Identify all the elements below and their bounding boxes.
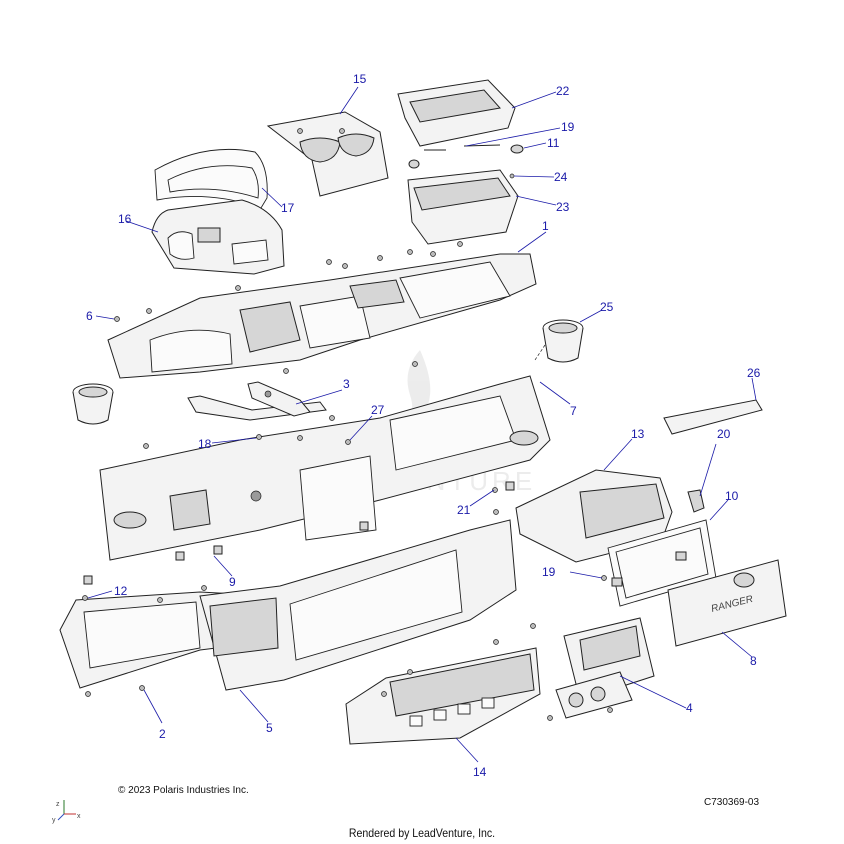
callout-23: 23	[556, 200, 570, 214]
callout-labels: 1 2 3 4 5 6 7 8 9 10 11 12 13 14 15 16 1…	[86, 72, 761, 779]
callout-8: 8	[750, 654, 757, 668]
callout-2: 2	[159, 727, 166, 741]
part-7-dash-frame	[99, 375, 551, 561]
part-26-trim-strip	[663, 399, 763, 435]
axis-y-label: y	[52, 817, 56, 824]
part-4-switch-panel	[555, 617, 655, 719]
part-20-latch	[687, 489, 705, 513]
callout-17: 17	[281, 201, 295, 215]
leader-lines	[87, 86, 757, 763]
callout-7: 7	[570, 404, 577, 418]
callout-22: 22	[556, 84, 570, 98]
callout-16: 16	[118, 212, 132, 226]
callout-10: 10	[725, 489, 739, 503]
callout-14: 14	[473, 765, 487, 779]
left-cup-holder	[72, 383, 114, 425]
copyright-text: © 2023 Polaris Industries Inc.	[118, 785, 249, 796]
callout-5: 5	[266, 721, 273, 735]
part-15-cupholder-console	[266, 111, 389, 197]
callout-6: 6	[86, 309, 93, 323]
axis-z-label: z	[56, 801, 60, 808]
callout-27: 27	[371, 403, 385, 417]
part-8-glove-box-lid: RANGER	[667, 559, 787, 647]
callout-12: 12	[114, 584, 128, 598]
callout-20: 20	[717, 427, 731, 441]
axis-x-label: x	[77, 813, 81, 820]
axis-triad: z x y	[52, 800, 81, 824]
callout-1: 1	[542, 219, 549, 233]
part-1-upper-dash-panel	[107, 253, 537, 379]
part-5-lower-center-panel	[199, 519, 517, 691]
callout-11: 11	[547, 136, 560, 150]
part-16-gauge-housing	[151, 199, 285, 275]
callout-3: 3	[343, 377, 350, 391]
part-13-glove-box	[515, 469, 673, 563]
part-25-cup-holder	[534, 319, 584, 363]
loose-screws	[82, 415, 613, 721]
callout-26: 26	[747, 366, 761, 380]
part-3-brackets	[187, 381, 327, 421]
part-14-lower-pocket	[345, 647, 541, 745]
callout-19b: 19	[542, 565, 556, 579]
part-22-top-tray	[397, 79, 516, 147]
callout-13: 13	[631, 427, 645, 441]
callout-15: 15	[353, 72, 367, 86]
callout-21: 21	[457, 503, 471, 517]
callout-4: 4	[686, 701, 693, 715]
callout-24: 24	[554, 170, 568, 184]
diagram-id: C730369-03	[704, 797, 760, 808]
part-23-storage-bin	[407, 169, 519, 245]
hardware-top	[408, 144, 524, 179]
callout-25: 25	[600, 300, 614, 314]
dash-screws	[114, 241, 463, 374]
callout-18: 18	[198, 437, 212, 451]
callout-19a: 19	[561, 120, 575, 134]
callout-9: 9	[229, 575, 236, 589]
part-17-gauge-bezel	[154, 148, 268, 209]
rendered-by-text: Rendered by LeadVenture, Inc.	[348, 826, 496, 840]
